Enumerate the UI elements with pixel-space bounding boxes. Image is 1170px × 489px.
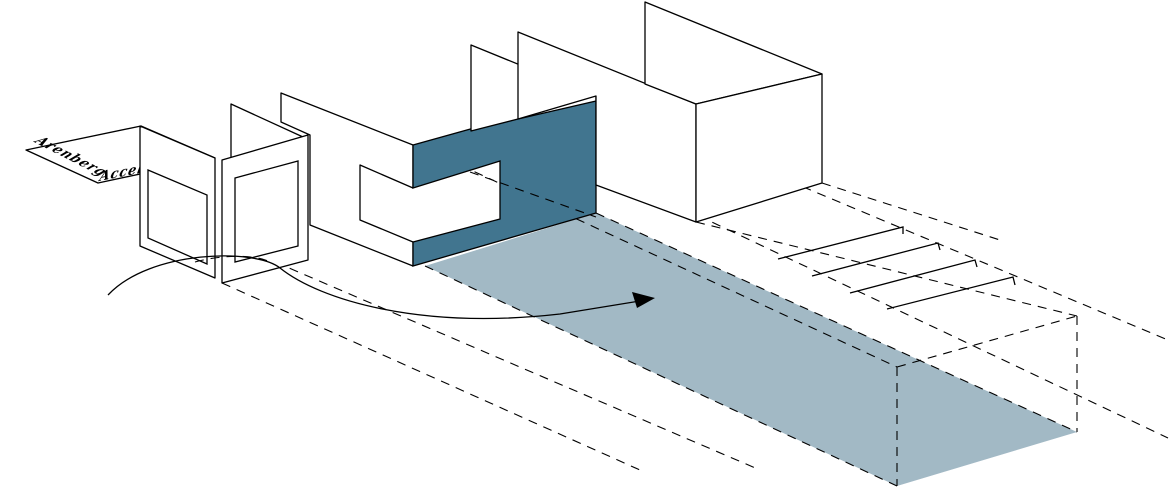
dashed-guides — [221, 99, 1169, 487]
floor-plane — [425, 213, 1077, 486]
arrowhead-icon — [632, 292, 655, 308]
panel-dashed-line — [469, 171, 597, 218]
right-box — [644, 1, 823, 223]
visitor-path-arrow — [107, 255, 655, 320]
entrance-frame-2 — [221, 134, 309, 284]
stepped-shelves — [777, 226, 1016, 310]
entrance-frame-1 — [139, 125, 216, 279]
